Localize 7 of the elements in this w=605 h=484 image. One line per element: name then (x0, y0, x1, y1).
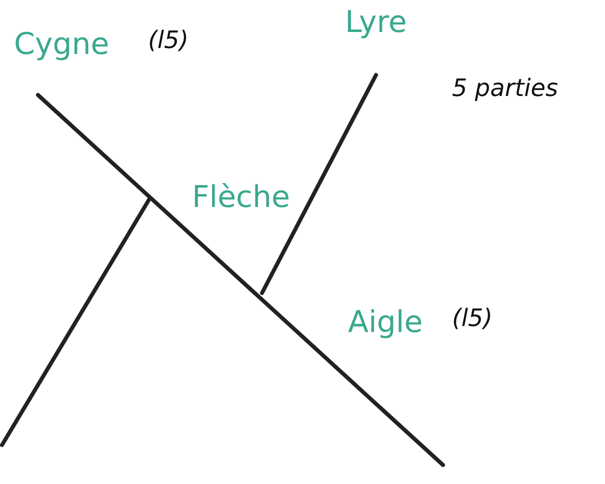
constellation-name: Cygne (14, 30, 110, 60)
constellation-name: Lyre (345, 8, 407, 38)
note: 5 parties (452, 76, 558, 100)
constellation-name: Flèche (192, 183, 290, 213)
note: (l5) (452, 306, 493, 330)
note: (l5) (148, 28, 189, 52)
constellation-name: Aigle (348, 308, 423, 338)
